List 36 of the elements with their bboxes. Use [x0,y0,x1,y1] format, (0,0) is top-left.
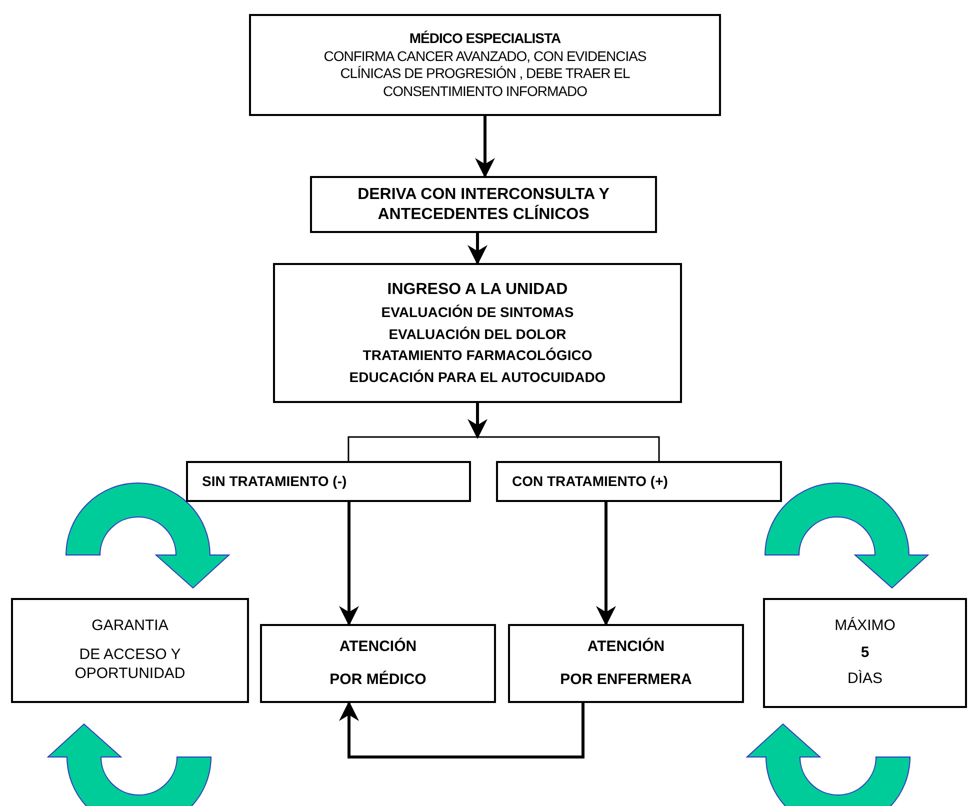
process-box [260,624,496,703]
box-heading: ATENCIÓN [587,638,665,656]
process-box [186,461,471,502]
box-text: 5 [860,644,870,662]
box-heading: MÉDICO ESPECIALISTA [409,30,561,48]
process-box [11,598,249,703]
box-text: EVALUACIÓN DE SINTOMAS [381,304,574,322]
box-text: EVALUACIÓN DEL DOLOR [388,326,566,343]
process-box [508,624,744,703]
arrow [475,116,495,178]
arrow [596,502,616,626]
box-heading: GARANTIA [92,617,168,636]
box-text: SIN TRATAMIENTO (-) [202,472,347,490]
process-box [273,263,682,403]
box-text: DE ACCESO Y OPORTUNIDAD [74,646,186,684]
box-text: POR MÉDICO [330,670,426,690]
box-heading: ATENCIÓN [339,638,417,656]
process-box [496,461,782,502]
arrow [468,233,488,265]
box-text: DERIVA CON INTERCONSULTA Y ANTECEDENTES CLÍNICOS [356,184,610,224]
box-text: TRATAMIENTO FARMACOLÓGICO [362,347,592,364]
box-text: EDUCACIÓN PARA EL AUTOCUIDADO [349,368,606,386]
connector-line [348,436,478,461]
connector-line [478,436,660,461]
process-box [249,14,721,116]
arrow [468,403,488,439]
box-text: CONFIRMA CANCER AVANZADO, CON EVIDENCIAS CLÍNICAS DE PROGRESIÓN , DEBE TRAER EL CONSENTIMIENTO INFORMADO [322,48,648,100]
box-text: POR ENFERMERA [560,670,692,690]
process-box [763,598,967,708]
box-text: CON TRATAMIENTO (+) [512,472,668,490]
process-box [310,176,657,233]
box-text: DÌAS [847,670,882,690]
box-heading: INGRESO A LA UNIDAD [387,280,568,300]
box-heading: MÁXIMO [834,616,896,636]
arrow [339,701,584,758]
arrow [339,502,359,626]
